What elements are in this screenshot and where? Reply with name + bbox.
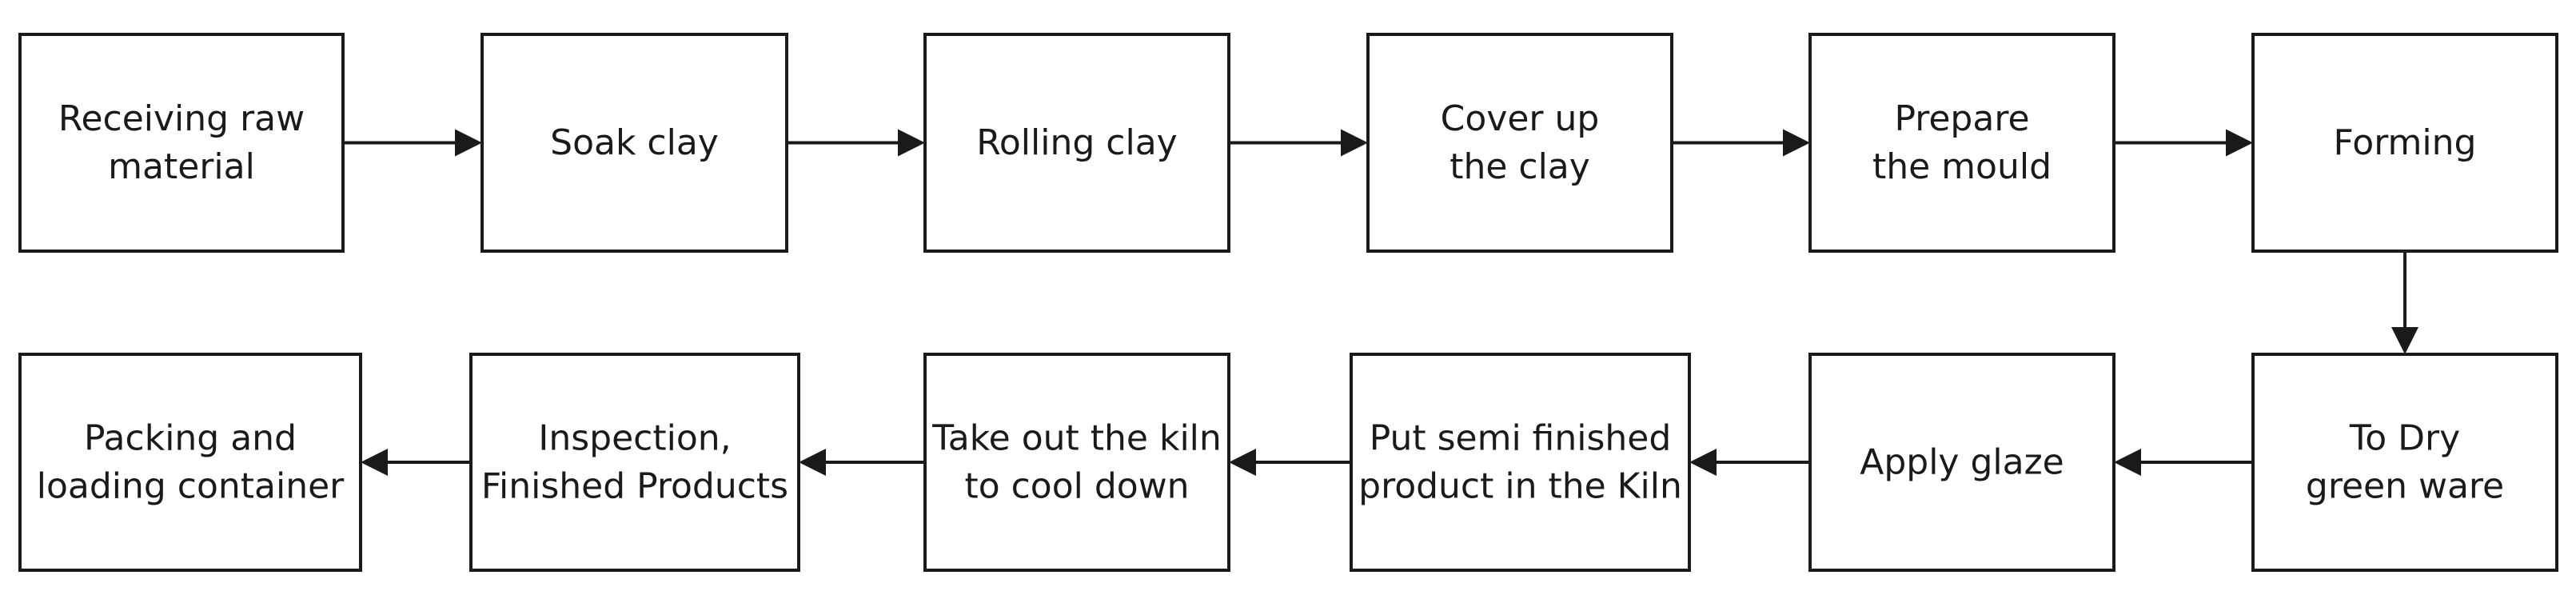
nodes-layer: Receiving raw material Soak clay Rolling cl…: [18, 33, 2558, 572]
step-label-line: Finished Products: [481, 466, 788, 507]
arrow-prepare-the-mould-to-forming: [2114, 129, 2253, 157]
arrowhead-icon: [455, 129, 482, 157]
step-box: [1350, 353, 1691, 572]
step-box: [923, 33, 1230, 253]
step-forming: Forming: [2251, 33, 2558, 253]
step-to-dry-green-ware: To Dry green ware: [2251, 353, 2558, 572]
arrow-put-in-kiln-to-take-out-kiln: [1229, 449, 1351, 476]
arrow-cover-up-the-clay-to-prepare-the-mould: [1672, 129, 1810, 157]
step-box: [1366, 33, 1673, 253]
arrow-apply-glaze-to-put-in-kiln: [1689, 449, 1810, 476]
step-rolling-clay: Rolling clay: [923, 33, 1230, 253]
arrow-inspection-to-packing-loading: [361, 449, 471, 476]
arrowhead-icon: [2226, 129, 2253, 157]
step-put-in-kiln: Put semi finished product in the Kiln: [1350, 353, 1691, 572]
arrowhead-icon: [1689, 449, 1717, 476]
step-prepare-the-mould: Prepare the mould: [1808, 33, 2115, 253]
step-box: [481, 33, 788, 253]
step-box: [923, 353, 1230, 572]
arrow-to-dry-green-ware-to-apply-glaze: [2114, 449, 2253, 476]
step-label-line: Inspection,: [538, 418, 731, 459]
arrowhead-icon: [1341, 129, 1368, 157]
step-take-out-kiln: Take out the kiln to cool down: [923, 353, 1230, 572]
step-label-line: Prepare: [1894, 98, 2029, 139]
arrowhead-icon: [2391, 327, 2418, 354]
step-box: [18, 353, 362, 572]
step-soak-clay: Soak clay: [481, 33, 788, 253]
step-label-line: Rolling clay: [976, 122, 1177, 163]
step-label-line: to cool down: [964, 466, 1189, 507]
step-label-line: Take out the kiln: [931, 418, 1222, 459]
arrow-receiving-raw-material-to-soak-clay: [343, 129, 482, 157]
step-apply-glaze: Apply glaze: [1808, 353, 2115, 572]
arrowhead-icon: [361, 449, 388, 476]
step-label-line: Cover up: [1441, 98, 1600, 139]
arrow-take-out-kiln-to-inspection: [799, 449, 925, 476]
arrowhead-icon: [898, 129, 925, 157]
step-box: [1808, 33, 2115, 253]
step-box: [469, 353, 800, 572]
step-packing-loading: Packing and loading container: [18, 353, 362, 572]
arrowhead-icon: [799, 449, 826, 476]
arrowhead-icon: [1229, 449, 1256, 476]
arrow-rolling-clay-to-cover-up-the-clay: [1229, 129, 1368, 157]
step-label-line: the clay: [1449, 146, 1590, 187]
edges-layer: [343, 129, 2418, 476]
arrowhead-icon: [1783, 129, 1810, 157]
step-label-line: Soak clay: [550, 122, 719, 163]
step-cover-up-the-clay: Cover up the clay: [1366, 33, 1673, 253]
step-box: [1808, 353, 2115, 572]
step-inspection: Inspection, Finished Products: [469, 353, 800, 572]
arrowhead-icon: [2114, 449, 2141, 476]
step-box: [2251, 353, 2558, 572]
step-receiving-raw-material: Receiving raw material: [18, 33, 345, 253]
step-label-line: material: [108, 146, 255, 187]
step-label-line: the mould: [1872, 146, 2052, 187]
step-label-line: Apply glaze: [1860, 442, 2064, 483]
step-label-line: To Dry: [2349, 418, 2460, 459]
step-box: [18, 33, 345, 253]
step-label-line: product in the Kiln: [1358, 466, 1682, 507]
step-label-line: loading container: [37, 466, 345, 507]
step-box: [2251, 33, 2558, 253]
step-label-line: Put semi finished: [1370, 418, 1672, 459]
step-label-line: Forming: [2334, 122, 2477, 163]
arrow-soak-clay-to-rolling-clay: [787, 129, 925, 157]
step-label-line: Packing and: [84, 418, 297, 459]
arrow-forming-to-to-dry-green-ware: [2391, 251, 2418, 354]
step-label-line: green ware: [2306, 466, 2504, 507]
step-label-line: Receiving raw: [58, 98, 305, 139]
